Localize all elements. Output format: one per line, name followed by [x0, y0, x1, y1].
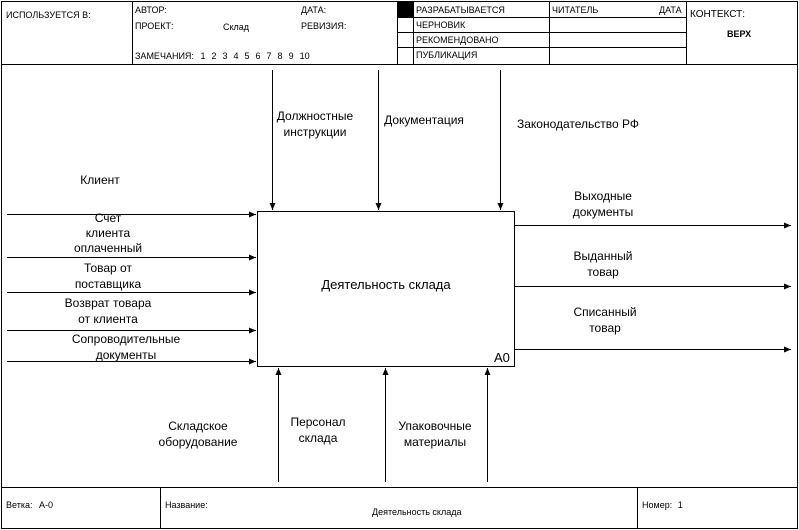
footer-title-label: Название: [165, 500, 208, 510]
used-in-label: ИСПОЛЬЗУЕТСЯ В: [6, 10, 91, 20]
output-label-output-docs: Выходные документы [553, 188, 653, 220]
status-item-recommended: РЕКОМЕНДОВАНО [416, 35, 499, 45]
control-label-legislation: Законодательство РФ [508, 116, 648, 132]
footer-number-value: 1 [677, 500, 683, 510]
notes-number: 7 [266, 51, 272, 61]
notes-number: 2 [211, 51, 217, 61]
label-line: поставщика [74, 277, 142, 291]
label-line: материалы [403, 435, 467, 449]
output-label-issued-goods: Выданный товар [553, 248, 653, 280]
label-line: товар [587, 265, 619, 279]
control-label-documentation: Документация [374, 112, 474, 128]
activity-node-number: A0 [494, 350, 510, 365]
input-label-paid-invoice: Счет клиента оплаченный [48, 211, 168, 256]
label-line: документы [572, 205, 634, 219]
context-value: ВЕРХ [727, 29, 752, 39]
activity-box-a0 [257, 211, 515, 367]
project-label: ПРОЕКТ: [135, 21, 174, 31]
project-value: Склад [223, 22, 250, 32]
label-line: оплаченный [73, 241, 143, 255]
output-label-written-off-goods: Списанный товар [555, 304, 655, 336]
label-line: Счет [94, 211, 122, 225]
label-line: Сопроводительные [71, 332, 181, 346]
notes-number: 3 [222, 51, 228, 61]
label-line: товар [589, 321, 621, 335]
footer-number-label: Номер: [642, 500, 673, 510]
label-line: Складское [168, 419, 228, 433]
label-line: Документация [384, 113, 464, 127]
label-line: документы [95, 348, 157, 362]
footer-node-label: Ветка: [6, 500, 33, 510]
footer-node-value: А-0 [39, 500, 54, 510]
label-line: Персонал [290, 415, 346, 429]
status-item-draft: ЧЕРНОВИК [416, 20, 466, 30]
input-label-supplier-goods: Товар от поставщика [48, 260, 168, 292]
label-line: склада [298, 431, 338, 445]
input-label-client-return: Возврат товара от клиента [48, 295, 168, 327]
notes-number: 1 [200, 51, 206, 61]
status-item-developing: РАЗРАБАТЫВАЕТСЯ [416, 5, 505, 15]
activity-title: Деятельность склада [321, 277, 451, 292]
notes-number: 5 [244, 51, 250, 61]
label-line: Товар от [84, 261, 132, 275]
mechanism-label-equipment: Складское оборудование [148, 418, 248, 450]
label-line: Должностные [276, 109, 354, 123]
notes-number: 10 [299, 51, 310, 61]
status-item-publication: ПУБЛИКАЦИЯ [416, 50, 478, 60]
label-line: оборудование [158, 435, 238, 449]
label-line: Списанный [573, 305, 637, 319]
footer-node: Ветка: А-0 [6, 500, 53, 510]
label-line: Законодательство РФ [516, 117, 640, 131]
label-line: клиента [85, 226, 131, 240]
mechanism-label-packaging: Упаковочные материалы [385, 418, 485, 450]
author-label: АВТОР: [135, 5, 167, 15]
mechanism-label-staff: Персонал склада [278, 414, 358, 446]
footer-number: Номер: 1 [642, 500, 683, 510]
reader-label: ЧИТАТЕЛЬ [552, 5, 599, 15]
date-label: ДАТА: [301, 5, 327, 15]
label-line: Упаковочные [398, 419, 472, 433]
notes-number: 6 [255, 51, 261, 61]
revision-label: РЕВИЗИЯ: [301, 21, 347, 31]
label-line: Выданный [573, 249, 633, 263]
context-label: КОНТЕКСТ: [690, 9, 745, 20]
label-line: от клиента [78, 312, 138, 326]
label-line: Выходные [574, 189, 632, 203]
input-label-accompanying-docs: Сопроводительные документы [56, 331, 196, 363]
notes-number: 9 [288, 51, 294, 61]
notes-number: 4 [233, 51, 239, 61]
notes-number: 8 [277, 51, 283, 61]
reader-date-label: ДАТА [659, 5, 682, 15]
control-label-job-instructions: Должностные инструкции [265, 108, 365, 140]
footer-title-value: Деятельность склада [372, 507, 462, 517]
status-current-marker [398, 2, 413, 17]
input-heading-client: Клиент [80, 173, 120, 187]
label-line: Возврат товара [64, 296, 152, 310]
label-line: инструкции [283, 125, 347, 139]
notes-label: ЗАМЕЧАНИЯ: [135, 51, 194, 61]
